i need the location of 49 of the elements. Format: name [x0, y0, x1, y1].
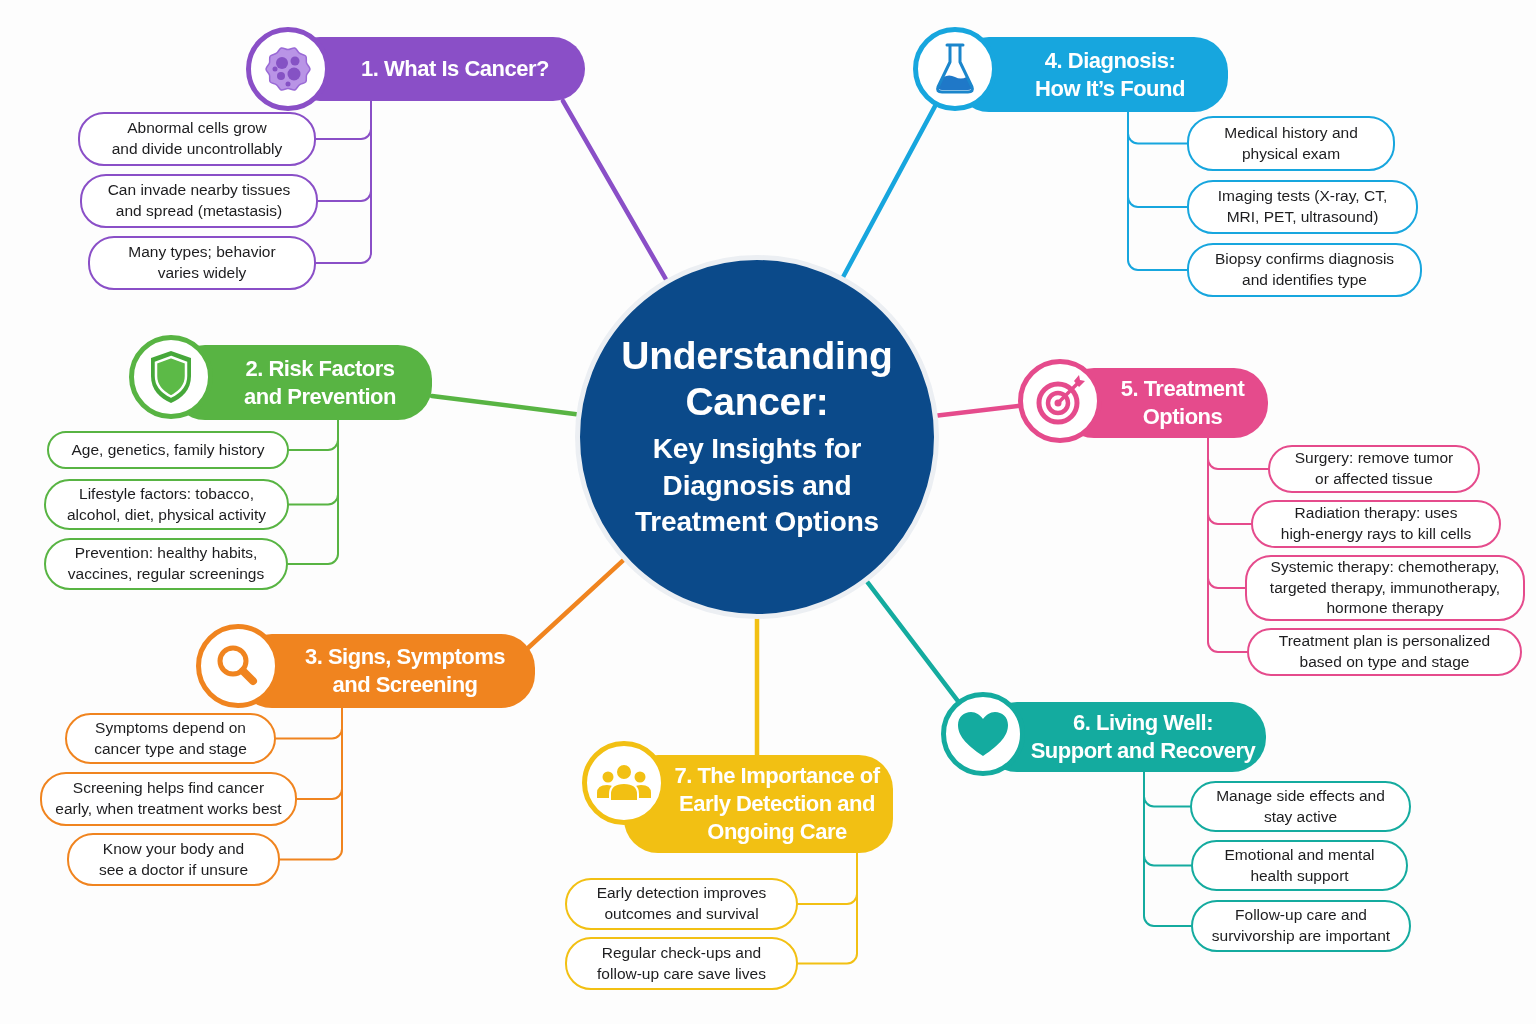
detail-box: Medical history and physical exam	[1187, 116, 1395, 171]
section-header	[246, 27, 585, 111]
detail-box: Abnormal cells grow and divide uncontrollably	[78, 112, 316, 166]
section-header	[196, 624, 535, 708]
branch-line	[287, 419, 339, 565]
central-subtitle: Key Insights for Diagnosis and Treatment Options	[635, 431, 879, 540]
detail-box: Age, genetics, family history	[47, 431, 289, 469]
detail-box: Know your body and see a doctor if unsure	[67, 833, 280, 886]
detail-box: Lifestyle factors: tobacco, alcohol, diet, physical activity	[44, 479, 289, 530]
section-header	[1018, 359, 1268, 443]
detail-box: Systemic therapy: chemotherapy, targeted therapy, immunotherapy, hormone therapy	[1245, 555, 1525, 621]
detail-box: Surgery: remove tumor or affected tissue	[1268, 445, 1480, 493]
detail-box: Symptoms depend on cancer type and stage	[65, 713, 276, 764]
detail-box: Many types; behavior varies widely	[88, 236, 316, 290]
detail-box: Emotional and mental health support	[1191, 840, 1408, 891]
section-header	[941, 692, 1266, 776]
section-header	[913, 27, 1228, 112]
branch-line	[279, 707, 343, 861]
central-title: Understanding Cancer:	[621, 332, 893, 425]
detail-box: Imaging tests (X-ray, CT, MRI, PET, ultrasound)	[1187, 180, 1418, 234]
branch-line	[315, 100, 372, 264]
branch-line	[1143, 771, 1192, 927]
section-title: 6. Living Well: Support and Recovery	[1030, 709, 1256, 765]
detail-box: Regular check-ups and follow-up care save lives	[565, 937, 798, 990]
section-title: 4. Diagnosis: How It’s Found	[1035, 46, 1185, 103]
section-title: 7. The Importance of Early Detection and Ongoing Care	[674, 762, 880, 846]
connector-line	[429, 393, 579, 417]
section-header	[129, 335, 432, 420]
detail-box: Biopsy confirms diagnosis and identifies type	[1187, 243, 1422, 297]
section-title: 1. What Is Cancer?	[361, 55, 549, 83]
detail-box: Screening helps find cancer early, when treatment works best	[40, 772, 297, 826]
detail-box: Can invade nearby tissues and spread (metastasis)	[80, 174, 318, 228]
detail-box: Follow-up care and survivorship are important	[1191, 900, 1411, 952]
branch-line	[1207, 437, 1248, 653]
section-header	[582, 741, 893, 853]
branch-line	[1127, 111, 1188, 271]
connector-line	[841, 102, 938, 279]
section-title: 3. Signs, Symptoms and Screening	[304, 643, 506, 699]
connector-line	[560, 98, 669, 282]
section-title: 5. Treatment Options	[1120, 375, 1245, 431]
detail-box: Early detection improves outcomes and survival	[565, 878, 798, 930]
detail-box: Manage side effects and stay active	[1190, 781, 1411, 832]
detail-box: Prevention: healthy habits, vaccines, regular screenings	[44, 538, 288, 590]
section-title: 2. Risk Factors and Prevention	[244, 354, 396, 411]
connector-line	[525, 558, 626, 651]
branch-line	[797, 852, 858, 965]
connector-line	[864, 579, 961, 704]
detail-box: Radiation therapy: uses high-energy rays to kill cells	[1251, 500, 1501, 548]
detail-box: Treatment plan is personalized based on type and stage	[1247, 628, 1522, 676]
